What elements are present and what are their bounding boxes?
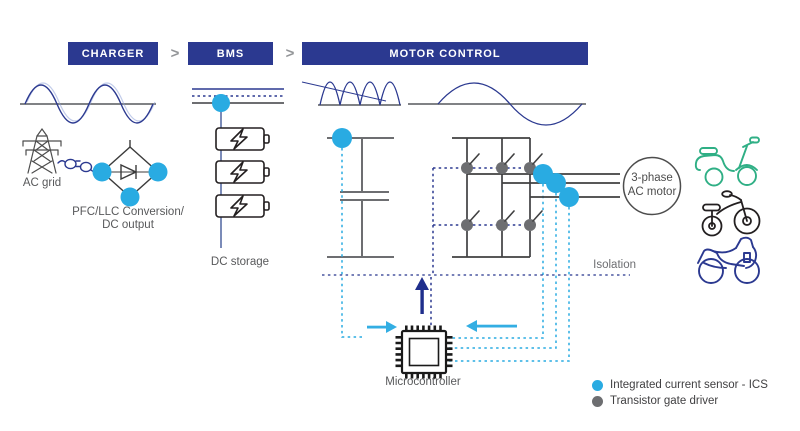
motor-label-line2: AC motor — [627, 186, 677, 198]
microcontroller-label: Microcontroller — [385, 376, 461, 388]
battery-cell-icon — [215, 127, 270, 151]
signal-arrow-right-to-mcu — [466, 320, 517, 332]
stage-bms: BMS — [188, 42, 273, 65]
ics-sensor-dot — [546, 173, 566, 193]
power-tower-icon — [22, 127, 62, 174]
gate-drive-lines — [430, 167, 523, 326]
scooter-icon — [694, 136, 760, 187]
plug-icon — [57, 158, 103, 174]
motorcycle-icon — [697, 236, 760, 284]
conversion-label-line2: DC output — [102, 219, 154, 231]
legend-item-ics: Integrated current sensor - ICS — [592, 379, 768, 392]
ics-sensor-dot — [332, 128, 352, 148]
ics-signal-lines — [341, 148, 570, 362]
gate-driver-dot — [524, 219, 536, 231]
stage-motor-control: MOTOR CONTROL — [302, 42, 588, 65]
pwm-up-arrow — [415, 277, 429, 314]
ac-grid-label: AC grid — [22, 177, 62, 189]
gate-driver-dot — [496, 219, 508, 231]
ics-sensor-dot — [212, 94, 230, 112]
phase-ics-sensors — [332, 128, 579, 207]
battery-cell-icon — [215, 160, 270, 184]
gate-driver-dot — [461, 219, 473, 231]
ics-sensor-dot — [559, 187, 579, 207]
gate-driver-dot — [496, 162, 508, 174]
dc-link-capacitor — [327, 137, 394, 258]
legend-label-ics: Integrated current sensor - ICS — [610, 379, 768, 391]
ac-motor-circle — [622, 156, 682, 216]
legend-item-gate-driver: Transistor gate driver — [592, 395, 768, 408]
ics-sensor-dot — [120, 187, 140, 207]
chevron-right-icon: > — [285, 45, 295, 62]
gate-driver-dot — [461, 162, 473, 174]
tricycle-icon — [701, 190, 761, 237]
conversion-label-line1: PFC/LLC Conversion/ — [72, 206, 184, 218]
microcontroller-icon — [395, 325, 453, 379]
chevron-right-icon: > — [170, 45, 180, 62]
ac-sine-wave — [20, 82, 156, 124]
signal-arrow-left-to-mcu — [367, 321, 397, 333]
rectified-wave — [301, 81, 401, 106]
motor-label-line1: 3-phase — [631, 172, 673, 184]
ics-sensor-dot — [148, 162, 168, 182]
isolation-label: Isolation — [593, 259, 636, 271]
legend: Integrated current sensor - ICS Transist… — [592, 379, 768, 411]
stage-charger: CHARGER — [68, 42, 158, 65]
gate-driver-switches — [461, 153, 543, 231]
gate-driver-dot-icon — [592, 396, 603, 407]
dc-storage-label: DC storage — [210, 256, 270, 268]
ics-sensor-dot-icon — [592, 380, 603, 391]
gate-driver-dot — [524, 162, 536, 174]
ics-sensor-dot — [92, 162, 112, 182]
battery-cell-icon — [215, 194, 270, 218]
legend-label-gate-driver: Transistor gate driver — [610, 395, 719, 407]
charger-ics-sensors — [92, 162, 168, 207]
output-sine-wave — [408, 82, 586, 126]
